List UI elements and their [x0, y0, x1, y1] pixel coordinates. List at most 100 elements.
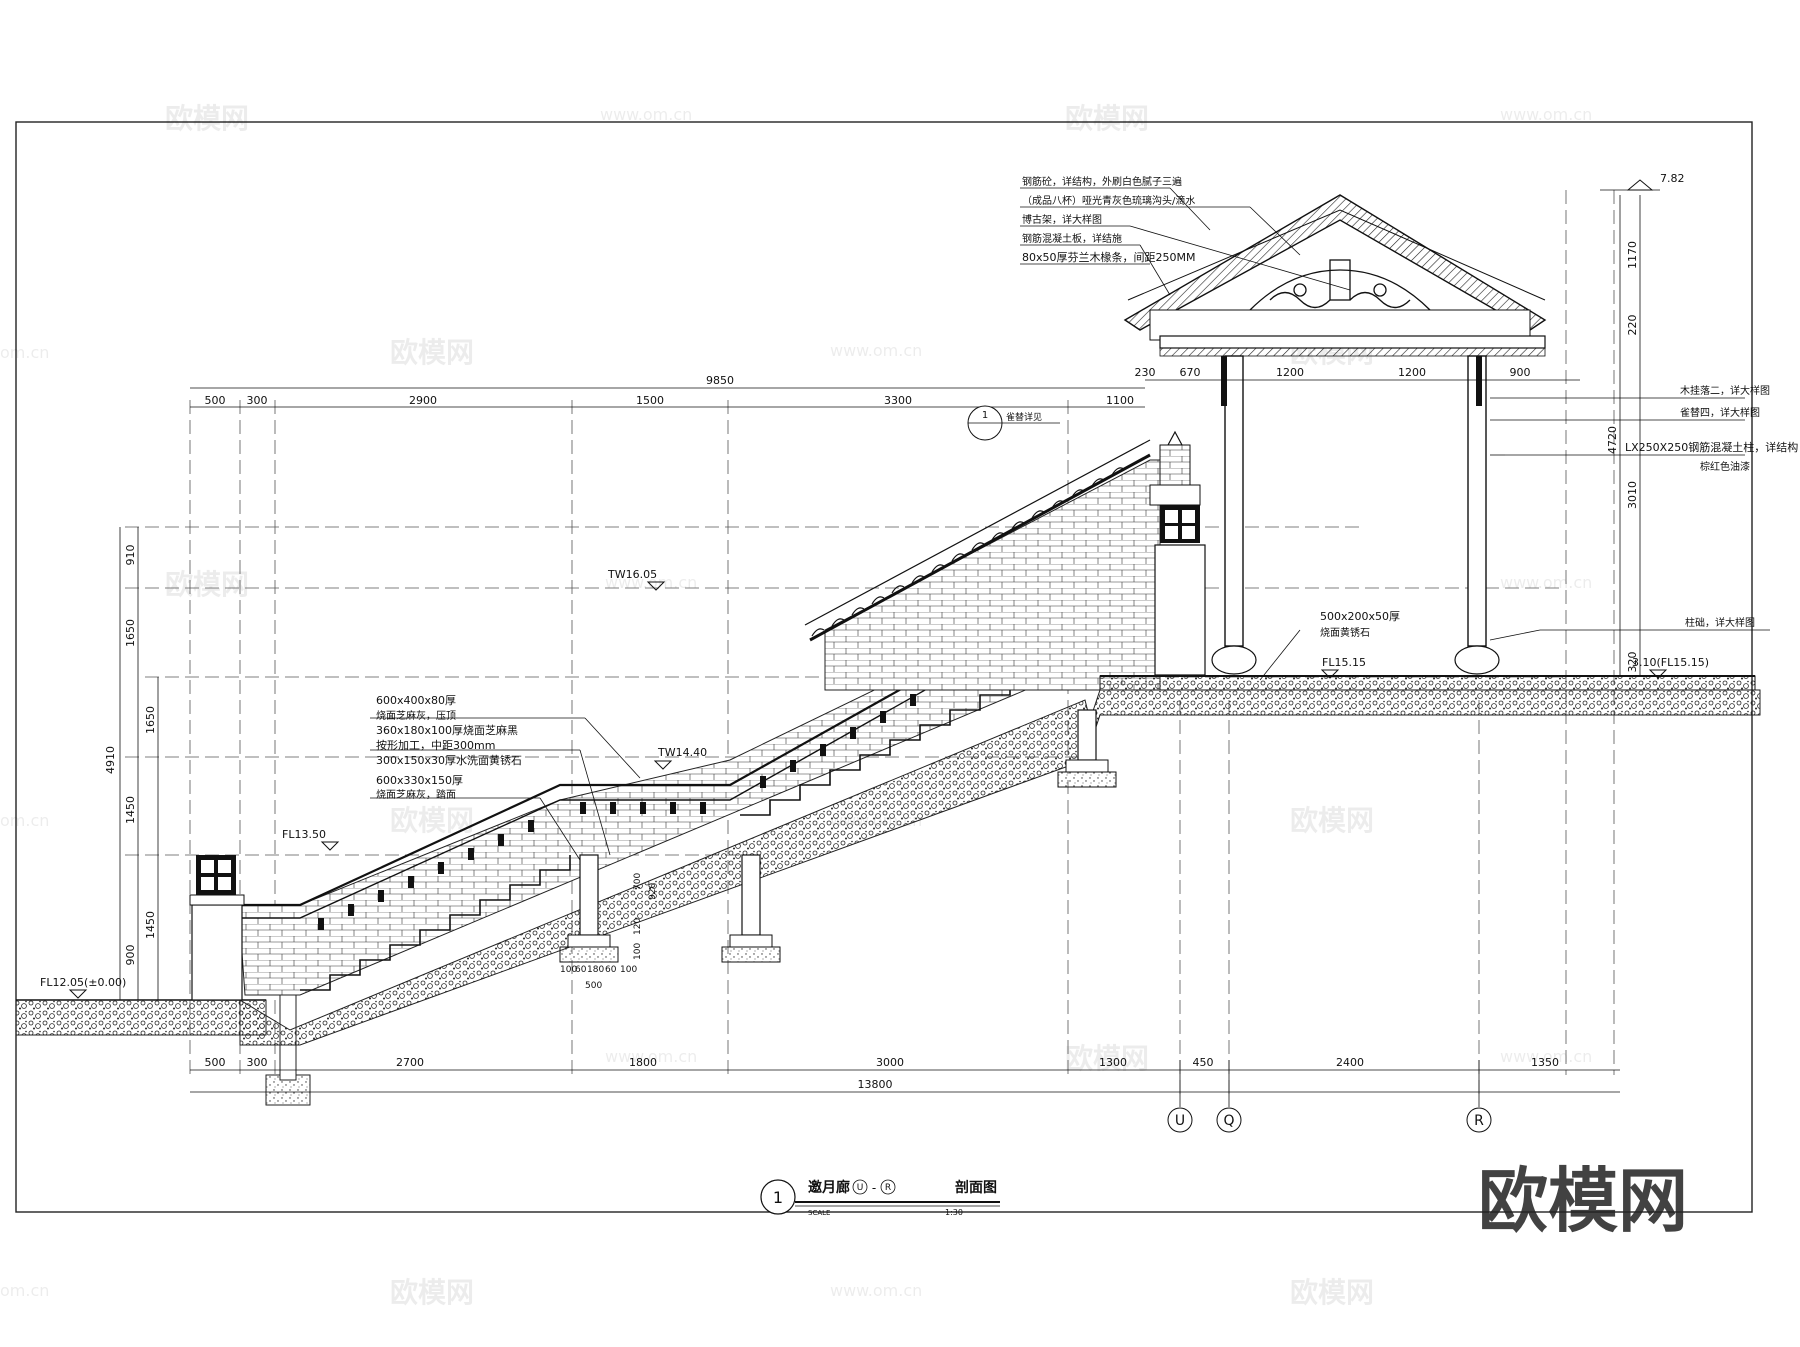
svg-text:FL12.05(±0.00): FL12.05(±0.00): [40, 976, 126, 989]
svg-text:300: 300: [247, 1056, 268, 1069]
svg-text:600x400x80厚: 600x400x80厚: [376, 694, 456, 707]
svg-text:1500: 1500: [636, 394, 664, 407]
svg-text:om.cn: om.cn: [0, 343, 49, 362]
svg-text:450: 450: [1193, 1056, 1214, 1069]
svg-text:钢筋砼，详结构，外刷白色腻子三遍: 钢筋砼，详结构，外刷白色腻子三遍: [1022, 175, 1182, 188]
svg-text:www.om.cn: www.om.cn: [830, 1281, 922, 1300]
svg-text:LX250X250钢筋混凝土柱，详结构: LX250X250钢筋混凝土柱，详结构: [1625, 440, 1798, 454]
svg-text:www.om.cn: www.om.cn: [1500, 573, 1592, 592]
svg-text:1450: 1450: [124, 796, 137, 824]
svg-text:120: 120: [633, 918, 643, 935]
svg-text:烧面芝麻灰，踏面: 烧面芝麻灰，踏面: [376, 788, 456, 801]
svg-text:www.om.cn: www.om.cn: [600, 105, 692, 124]
svg-text:按形加工，中距300mm: 按形加工，中距300mm: [376, 738, 495, 752]
footing-dimension-texts: 100 60 180 60 100 500 700 920 120 100: [560, 873, 658, 991]
svg-text:7.82: 7.82: [1660, 172, 1685, 185]
svg-text:（成品八杯）哑光青灰色琉璃沟头/滴水: （成品八杯）哑光青灰色琉璃沟头/滴水: [1022, 194, 1195, 207]
svg-text:300: 300: [247, 394, 268, 407]
svg-text:欧模网: 欧模网: [1065, 1042, 1149, 1075]
svg-text:920: 920: [648, 883, 658, 900]
svg-text:1300: 1300: [1099, 1056, 1127, 1069]
svg-text:220: 220: [1626, 315, 1639, 336]
svg-text:烧面黄锈石: 烧面黄锈石: [1320, 626, 1370, 639]
drawing-title-block: 1 邀月廊 U - R 剖面图 SCALE 1:30: [760, 1179, 1000, 1217]
bottom-dimension-texts: 500 300 2700 1800 3000 1300 450 2400 135…: [205, 1056, 1560, 1091]
svg-text:60: 60: [605, 965, 617, 975]
svg-text:1: 1: [982, 410, 988, 421]
svg-text:3000: 3000: [876, 1056, 904, 1069]
svg-text:欧模网: 欧模网: [1290, 1276, 1374, 1309]
svg-text:欧模网: 欧模网: [390, 336, 474, 369]
top-dimension-texts: 500 300 2900 1500 3300 1100 9850 230 670…: [205, 366, 1531, 407]
right-dimension-texts: 1170 220 4720 3010 320: [1606, 241, 1639, 673]
svg-text:900: 900: [1510, 366, 1531, 379]
svg-text:钢筋混凝土板，详结施: 钢筋混凝土板，详结施: [1022, 232, 1122, 245]
svg-text:4910: 4910: [104, 746, 117, 774]
right-annotations: 木挂落二，详大样图 雀替四，详大样图 LX250X250钢筋混凝土柱，详结构 棕…: [1625, 384, 1798, 629]
svg-text:R: R: [885, 1183, 891, 1193]
svg-text:2400: 2400: [1336, 1056, 1364, 1069]
drawing-frame: [15, 121, 1753, 1213]
svg-text:1:30: 1:30: [945, 1208, 963, 1217]
svg-text:1170: 1170: [1626, 241, 1639, 269]
stair-footings: [559, 709, 1117, 963]
detail-reference: 1 雀替详见: [967, 405, 1060, 441]
svg-text:500x200x50厚: 500x200x50厚: [1320, 610, 1400, 623]
svg-text:2700: 2700: [396, 1056, 424, 1069]
drawing-number: 1: [773, 1188, 783, 1207]
svg-text:木挂落二，详大样图: 木挂落二，详大样图: [1680, 384, 1770, 397]
brand-logo: 欧模网: [1478, 1160, 1688, 1242]
svg-text:烧面芝麻灰，压顶: 烧面芝麻灰，压顶: [376, 709, 456, 722]
svg-text:900: 900: [124, 945, 137, 966]
svg-text:3.10(FL15.15): 3.10(FL15.15): [1632, 656, 1709, 669]
svg-text:3010: 3010: [1626, 481, 1639, 509]
svg-text:-: -: [872, 1181, 876, 1195]
svg-text:欧模网: 欧模网: [165, 568, 249, 601]
paving-annotation: 500x200x50厚 烧面黄锈石: [1320, 610, 1400, 639]
svg-text:9850: 9850: [706, 374, 734, 387]
tiled-wall: [804, 430, 1201, 691]
axis-r: R: [1474, 1113, 1484, 1129]
axis-bubbles: U Q R: [1167, 1060, 1492, 1133]
svg-text:1200: 1200: [1398, 366, 1426, 379]
svg-text:910: 910: [124, 545, 137, 566]
svg-text:600x330x150厚: 600x330x150厚: [376, 774, 463, 787]
drawing-title-suffix: 剖面图: [955, 1179, 997, 1196]
svg-text:1800: 1800: [629, 1056, 657, 1069]
svg-text:320: 320: [1626, 652, 1639, 673]
svg-text:500: 500: [205, 1056, 226, 1069]
ground-left: [15, 989, 311, 1106]
svg-text:柱础，详大样图: 柱础，详大样图: [1685, 616, 1755, 629]
svg-text:1350: 1350: [1531, 1056, 1559, 1069]
lantern-right: [1154, 505, 1206, 676]
left-dimension-texts: 4910 910 1650 1650 1450 1450 900: [104, 545, 157, 966]
svg-text:www.om.cn: www.om.cn: [830, 341, 922, 360]
svg-text:TW14.40: TW14.40: [657, 746, 707, 759]
svg-text:500: 500: [205, 394, 226, 407]
svg-text:360x180x100厚烧面芝麻黑: 360x180x100厚烧面芝麻黑: [376, 723, 518, 737]
wall-annotations: 600x400x80厚 烧面芝麻灰，压顶 360x180x100厚烧面芝麻黑 按…: [376, 694, 522, 801]
svg-text:3300: 3300: [884, 394, 912, 407]
svg-text:U: U: [857, 1183, 864, 1193]
svg-text:棕红色油漆: 棕红色油漆: [1700, 460, 1750, 473]
svg-text:1100: 1100: [1106, 394, 1134, 407]
svg-text:100: 100: [633, 943, 643, 960]
svg-text:www.om.cn: www.om.cn: [1500, 105, 1592, 124]
svg-text:www.om.cn: www.om.cn: [605, 1047, 697, 1066]
leader-lines: [370, 187, 1770, 861]
axis-q: Q: [1223, 1113, 1234, 1129]
watermarks: 欧模网 www.om.cn 欧模网 www.om.cn om.cn 欧模网 ww…: [0, 102, 1592, 1309]
svg-text:博古架，详大样图: 博古架，详大样图: [1022, 213, 1102, 226]
svg-text:欧模网: 欧模网: [1065, 102, 1149, 135]
svg-text:4720: 4720: [1606, 426, 1619, 454]
svg-text:FL15.15: FL15.15: [1322, 656, 1366, 669]
roof-annotations: 钢筋砼，详结构，外刷白色腻子三遍 （成品八杯）哑光青灰色琉璃沟头/滴水 博古架，…: [1022, 175, 1195, 264]
svg-text:www.om.cn: www.om.cn: [1500, 1047, 1592, 1066]
svg-text:80x50厚芬兰木椽条，间距250MM: 80x50厚芬兰木椽条，间距250MM: [1022, 250, 1195, 264]
svg-text:om.cn: om.cn: [0, 811, 49, 830]
svg-text:FL13.50: FL13.50: [282, 828, 326, 841]
svg-text:230: 230: [1135, 366, 1156, 379]
svg-text:300x150x30厚水洗面黄锈石: 300x150x30厚水洗面黄锈石: [376, 753, 522, 767]
svg-text:1650: 1650: [144, 706, 157, 734]
svg-text:2900: 2900: [409, 394, 437, 407]
